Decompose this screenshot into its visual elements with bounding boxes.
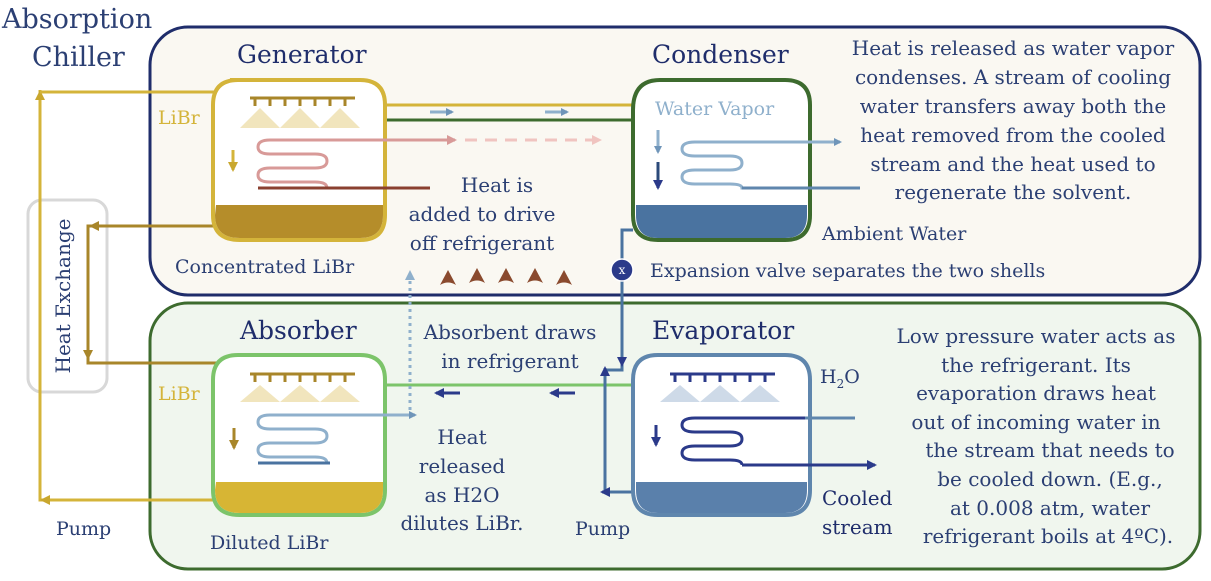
condenser-note-4: heat removed from the cooled xyxy=(860,123,1166,147)
absorber-draw-note-1: Absorbent draws xyxy=(423,320,597,344)
chart-title-line2: Chiller xyxy=(32,42,125,73)
generator-vessel xyxy=(211,78,602,242)
expansion-valve-symbol: x xyxy=(619,263,626,277)
pump-label-left: Pump xyxy=(56,518,111,540)
expansion-valve-icon xyxy=(610,258,634,282)
water-vapor-label: Water Vapor xyxy=(655,98,775,120)
generator-note-3: off refrigerant xyxy=(410,231,554,255)
evaporator-note-6: be cooled down. (E.g., xyxy=(937,467,1163,491)
flame-icons xyxy=(440,268,572,285)
generator-note-1: Heat is xyxy=(461,173,533,197)
generator-libr-label: LiBr xyxy=(158,107,201,129)
pump-label-right: Pump xyxy=(575,518,630,540)
ambient-water-label: Ambient Water xyxy=(821,223,967,245)
h2o-label: H2O xyxy=(820,366,860,391)
absorber-heat-note-4: dilutes LiBr. xyxy=(400,511,523,535)
condenser-note-3: water transfers away both the xyxy=(860,94,1166,118)
evaporator-title: Evaporator xyxy=(652,316,794,345)
generator-title: Generator xyxy=(237,40,367,69)
condenser-title: Condenser xyxy=(652,40,789,69)
evaporator-note-1: Low pressure water acts as xyxy=(897,324,1176,348)
evaporator-note-4: out of incoming water in xyxy=(911,410,1160,434)
evaporator-note-2: the refrigerant. Its xyxy=(941,353,1131,377)
condenser-note-2: condenses. A stream of cooling xyxy=(855,65,1171,89)
absorber-draw-note-2: in refrigerant xyxy=(441,349,578,373)
evaporator-note-3: evaporation draws heat xyxy=(916,381,1156,405)
condenser-vessel xyxy=(631,78,860,242)
expansion-valve-label: Expansion valve separates the two shells xyxy=(650,260,1045,282)
diluted-libr-label: Diluted LiBr xyxy=(210,532,329,554)
absorber-libr-label: LiBr xyxy=(158,383,201,405)
evaporator-note-7: at 0.008 atm, water xyxy=(950,496,1150,520)
absorber-vessel xyxy=(211,353,417,517)
heat-exchange-label: Heat Exchange xyxy=(51,219,75,374)
absorber-heat-note-2: released xyxy=(419,454,506,478)
evaporator-note-5: the stream that needs to xyxy=(925,438,1174,462)
condenser-note-6: regenerate the solvent. xyxy=(895,180,1132,204)
chart-title-line1: Absorption xyxy=(1,4,152,35)
evaporator-note-8: refrigerant boils at 4ºC). xyxy=(923,524,1173,548)
concentrated-libr-label: Concentrated LiBr xyxy=(175,256,355,278)
vapor-pipes xyxy=(385,118,640,387)
condenser-note-5: stream and the heat used to xyxy=(870,152,1155,176)
generator-note-2: added to drive xyxy=(409,202,556,226)
absorber-heat-note-3: as H2O xyxy=(424,483,499,507)
cooled-stream-label-1: Cooled xyxy=(822,486,893,510)
absorber-heat-note-1: Heat xyxy=(437,425,486,449)
cooled-stream-label-2: stream xyxy=(822,515,893,539)
evaporator-vessel xyxy=(631,353,877,517)
libr-loop-lines xyxy=(35,90,640,505)
absorber-title: Absorber xyxy=(239,316,357,345)
condenser-note-1: Heat is released as water vapor xyxy=(852,36,1175,60)
